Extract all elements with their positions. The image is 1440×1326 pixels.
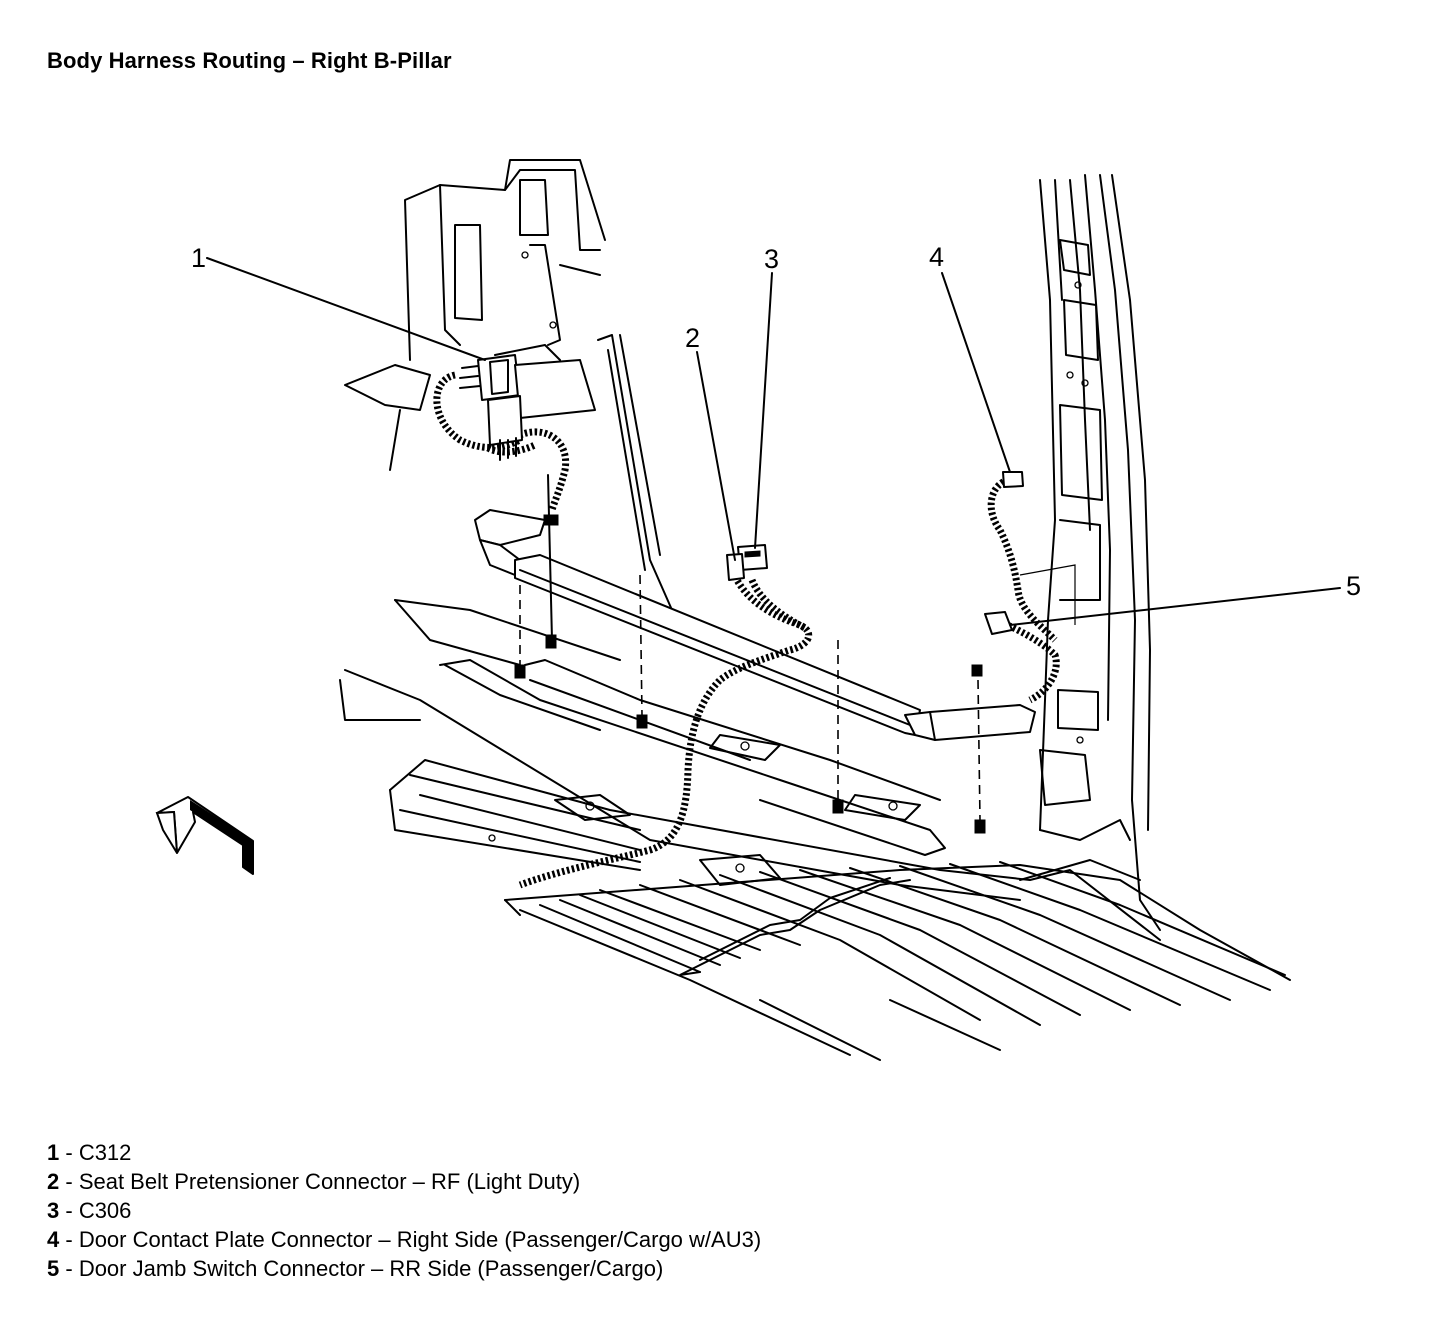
- legend-number: 1: [47, 1140, 60, 1165]
- legend-item-1: 1 - C312: [47, 1140, 132, 1165]
- legend-text: C306: [78, 1198, 132, 1223]
- wire-harness: [433, 371, 1076, 889]
- legend-text: Door Jamb Switch Connector – RR Side (Pa…: [78, 1256, 664, 1281]
- callout-4: 4: [929, 242, 944, 272]
- right-door-frame: [1039, 174, 1161, 931]
- callout-3: 3: [764, 244, 779, 274]
- legend-text: C312: [78, 1140, 132, 1165]
- connector-door-jamb-switch: [984, 611, 1013, 635]
- legend-item-3: 3 - C306: [47, 1198, 132, 1223]
- legend-text: Door Contact Plate Connector – Right Sid…: [78, 1227, 762, 1252]
- callout-5: 5: [1346, 571, 1361, 601]
- legend: 1 - C312 2 - Seat Belt Pretensioner Conn…: [47, 1138, 761, 1283]
- forward-direction-arrow-icon: [155, 796, 254, 875]
- legend-number: 4: [47, 1227, 60, 1252]
- connector-c306: [726, 544, 768, 581]
- legend-number: 2: [47, 1169, 60, 1194]
- legend-item-2: 2 - Seat Belt Pretensioner Connector – R…: [47, 1169, 581, 1194]
- legend-item-5: 5 - Door Jamb Switch Connector – RR Side…: [47, 1256, 664, 1281]
- mounting-guides: [514, 474, 986, 834]
- legend-text: Seat Belt Pretensioner Connector – RF (L…: [78, 1169, 581, 1194]
- callout-2: 2: [685, 323, 700, 353]
- harness-trough: [474, 509, 1036, 741]
- legend-number: 5: [47, 1256, 60, 1281]
- legend-item-4: 4 - Door Contact Plate Connector – Right…: [47, 1227, 762, 1252]
- b-pillar: [597, 334, 673, 611]
- connector-door-contact-plate: [1002, 471, 1024, 488]
- diagram-title: Body Harness Routing – Right B-Pillar: [47, 48, 452, 73]
- callout-1: 1: [191, 243, 206, 273]
- front-body-panel: [344, 159, 606, 471]
- leader-lines: [206, 257, 1341, 626]
- floor-sill-panels: [339, 599, 1291, 1061]
- connector-c312: [459, 344, 596, 461]
- legend-number: 3: [47, 1198, 60, 1223]
